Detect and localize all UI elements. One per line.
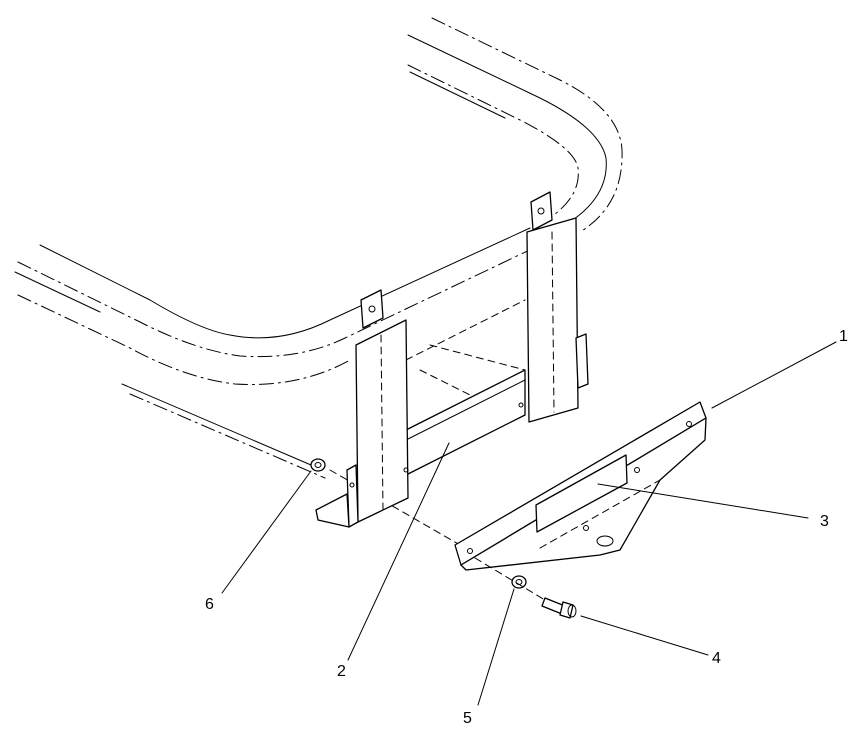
callout-6: 6 <box>205 596 214 613</box>
callout-5: 5 <box>463 710 472 727</box>
leader-lines <box>221 341 837 706</box>
frame-tab-right <box>530 191 553 231</box>
leader-line-5 <box>477 588 515 706</box>
callout-2: 2 <box>337 663 346 680</box>
cap-screw <box>474 557 577 619</box>
leader-line-1 <box>711 341 837 409</box>
callout-4: 4 <box>712 650 721 667</box>
hex-nut <box>310 458 326 472</box>
leader-line-6 <box>221 470 312 594</box>
lock-washer <box>511 575 527 589</box>
phantom-frame-upper <box>407 17 623 233</box>
frame-tab-left <box>360 289 384 329</box>
mounting-frame <box>315 217 589 528</box>
phantom-frame-lower <box>14 227 541 385</box>
callout-labels: 1 2 3 4 5 6 <box>205 328 848 727</box>
leader-line-2 <box>347 442 450 661</box>
callout-1: 1 <box>839 328 848 345</box>
leader-line-4 <box>580 615 709 656</box>
callout-3: 3 <box>820 513 829 530</box>
bumper-plate <box>454 401 707 571</box>
leader-line-3 <box>597 483 809 519</box>
